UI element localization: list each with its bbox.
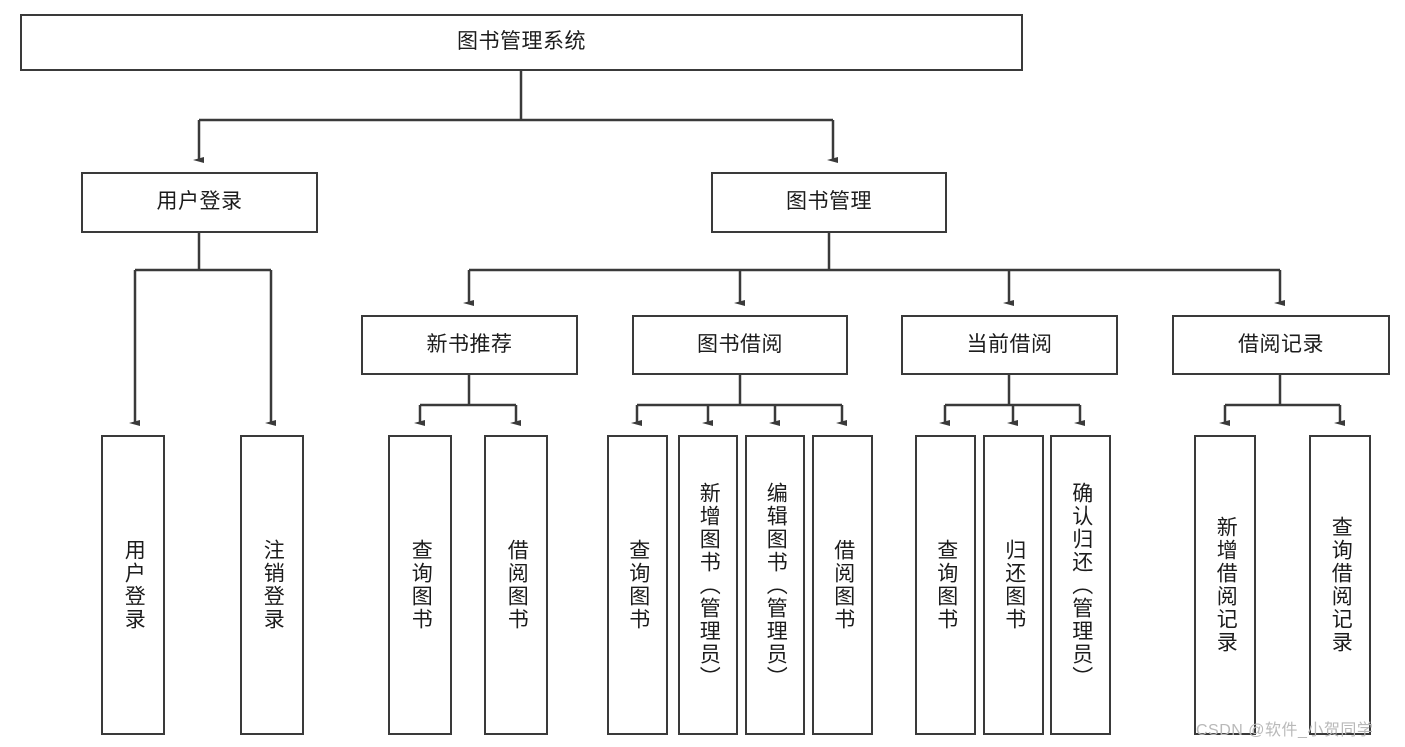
node-book-manage[interactable]: 图书管理 bbox=[711, 172, 947, 233]
leaf-query-book-a-label: 查询图书 bbox=[409, 539, 433, 631]
leaf-query-book-b-label: 查询图书 bbox=[626, 539, 650, 631]
leaf-query-record[interactable]: 查询借阅记录 bbox=[1309, 435, 1371, 735]
node-new-book-recommend[interactable]: 新书推荐 bbox=[361, 315, 578, 375]
leaf-user-login[interactable]: 用户登录 bbox=[101, 435, 165, 735]
node-borrow-record[interactable]: 借阅记录 bbox=[1172, 315, 1390, 375]
leaf-confirm-return[interactable]: 确认归还（管理员） bbox=[1050, 435, 1111, 735]
leaf-add-record-label: 新增借阅记录 bbox=[1214, 516, 1238, 654]
leaf-query-record-label: 查询借阅记录 bbox=[1329, 516, 1353, 654]
csdn-watermark: CSDN @软件_小贺同学 bbox=[1196, 722, 1374, 739]
leaf-user-logout-label: 注销登录 bbox=[261, 539, 285, 631]
node-book-manage-label: 图书管理 bbox=[786, 190, 872, 214]
node-new-book-recommend-label: 新书推荐 bbox=[426, 332, 513, 356]
leaf-add-book-label: 新增图书（管理员） bbox=[697, 481, 721, 689]
leaf-return-book[interactable]: 归还图书 bbox=[983, 435, 1044, 735]
leaf-confirm-return-label: 确认归还（管理员） bbox=[1069, 481, 1093, 689]
node-user-login[interactable]: 用户登录 bbox=[81, 172, 318, 233]
leaf-add-book[interactable]: 新增图书（管理员） bbox=[678, 435, 738, 735]
leaf-edit-book[interactable]: 编辑图书（管理员） bbox=[745, 435, 805, 735]
node-book-borrow-label: 图书借阅 bbox=[697, 332, 783, 356]
leaf-edit-book-label: 编辑图书（管理员） bbox=[764, 481, 788, 689]
leaf-borrow-book-b[interactable]: 借阅图书 bbox=[812, 435, 873, 735]
node-root-label: 图书管理系统 bbox=[457, 30, 586, 54]
leaf-query-book-b[interactable]: 查询图书 bbox=[607, 435, 668, 735]
node-root[interactable]: 图书管理系统 bbox=[20, 14, 1023, 71]
leaf-query-book-c[interactable]: 查询图书 bbox=[915, 435, 976, 735]
leaf-user-login-label: 用户登录 bbox=[122, 539, 146, 631]
leaf-user-logout[interactable]: 注销登录 bbox=[240, 435, 304, 735]
leaf-borrow-book-b-label: 借阅图书 bbox=[831, 539, 855, 631]
leaf-add-record[interactable]: 新增借阅记录 bbox=[1194, 435, 1256, 735]
leaf-query-book-a[interactable]: 查询图书 bbox=[388, 435, 452, 735]
leaf-query-book-c-label: 查询图书 bbox=[934, 539, 958, 631]
node-borrow-record-label: 借阅记录 bbox=[1238, 332, 1324, 356]
leaf-borrow-book-a[interactable]: 借阅图书 bbox=[484, 435, 548, 735]
node-book-borrow[interactable]: 图书借阅 bbox=[632, 315, 848, 375]
node-user-login-label: 用户登录 bbox=[156, 190, 243, 214]
node-current-borrow[interactable]: 当前借阅 bbox=[901, 315, 1118, 375]
leaf-borrow-book-a-label: 借阅图书 bbox=[505, 539, 529, 631]
leaf-return-book-label: 归还图书 bbox=[1002, 539, 1026, 631]
node-current-borrow-label: 当前借阅 bbox=[966, 332, 1053, 356]
